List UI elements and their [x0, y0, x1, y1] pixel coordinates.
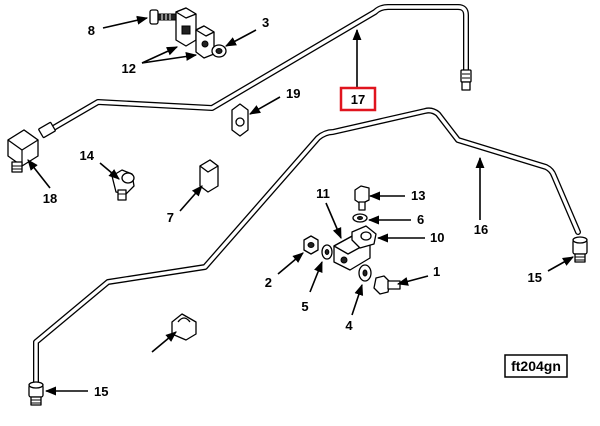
clip-10 [351, 225, 377, 249]
callout-14: 14 [80, 148, 95, 163]
leader-5 [309, 260, 323, 293]
figure-reference: ft204gn [504, 354, 568, 378]
callout-18: 18 [43, 191, 57, 206]
callout-4: 4 [345, 318, 353, 333]
tube-fitting-15-right [572, 236, 588, 263]
leader-11 [325, 202, 342, 240]
clip-19 [231, 103, 249, 137]
leader-2 [277, 252, 304, 275]
clip-block-12a [175, 7, 197, 47]
callout-8: 8 [88, 23, 95, 38]
callout-16: 16 [474, 222, 488, 237]
callout-15-lower: 15 [94, 384, 108, 399]
leader-8 [102, 15, 149, 29]
clip-block-12b [195, 25, 215, 59]
callout-6: 6 [417, 212, 424, 227]
leader-1 [396, 275, 429, 286]
screw-8 [149, 9, 177, 25]
callout-5: 5 [301, 299, 308, 314]
washer-5 [321, 244, 333, 260]
leader-18 [27, 159, 51, 189]
callout-15-right: 15 [528, 270, 542, 285]
elbow-fitting-14 [111, 169, 135, 201]
callout-19: 19 [286, 86, 300, 101]
callout-11: 11 [316, 186, 330, 201]
leader-12a [141, 46, 179, 64]
washer-6 [352, 213, 368, 223]
leader-clip-lower [151, 331, 177, 353]
leader-14 [99, 162, 120, 180]
leader-15-right [547, 256, 574, 272]
callout-7: 7 [167, 210, 174, 225]
callout-17-highlight: 17 [339, 86, 377, 112]
nut-2 [303, 235, 319, 255]
callout-17: 17 [351, 92, 365, 107]
brake-tube-17 [47, 4, 469, 133]
callout-10: 10 [430, 230, 444, 245]
callout-labels: 8 12 3 19 14 7 18 11 13 6 10 2 5 4 1 16 … [43, 15, 542, 399]
tube-clip-lower [171, 313, 197, 341]
brake-tube-16 [33, 107, 581, 391]
tube-17-left-fitting [38, 121, 56, 139]
nut-3 [211, 44, 227, 58]
leader-12b [141, 52, 198, 64]
tube-17-end-fitting [460, 69, 472, 91]
leader-4 [351, 283, 364, 316]
bolt-1 [373, 275, 401, 295]
leader-3 [225, 29, 257, 47]
junction-block-18 [7, 129, 39, 173]
leader-7 [179, 185, 203, 212]
leader-lines [27, 15, 574, 396]
figure-reference-label: ft204gn [511, 358, 561, 374]
callout-3: 3 [262, 15, 269, 30]
callout-12: 12 [122, 61, 136, 76]
callout-1: 1 [433, 264, 440, 279]
tube-fitting-15-lower [28, 381, 44, 406]
clip-7 [199, 159, 219, 193]
callout-2: 2 [265, 275, 272, 290]
bolt-13 [354, 185, 370, 211]
washer-4 [358, 264, 372, 282]
leader-19 [249, 96, 281, 115]
callout-13: 13 [411, 188, 425, 203]
